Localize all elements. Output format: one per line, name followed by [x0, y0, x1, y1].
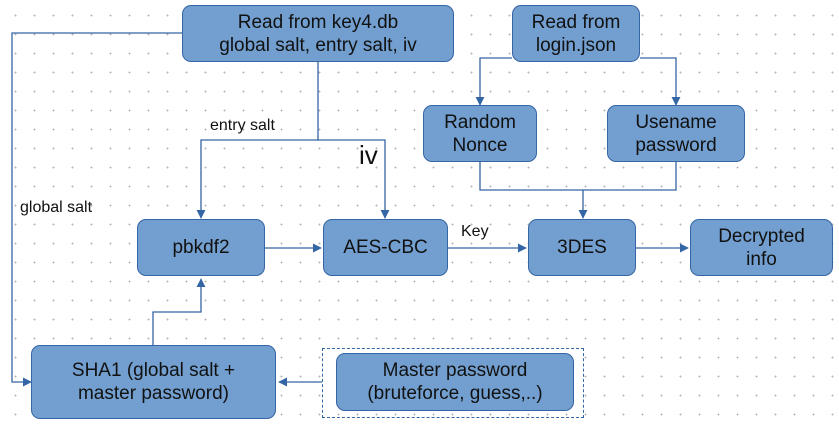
- node-random-nonce[interactable]: Random Nonce: [423, 105, 537, 162]
- node-pbkdf2-label: pbkdf2: [172, 237, 230, 258]
- node-sha1[interactable]: SHA1 (global salt + master password): [31, 345, 276, 419]
- edge-label-global-salt: global salt: [20, 199, 93, 216]
- edge-login-nonce: [475, 57, 512, 106]
- edge-userpass-3des: [583, 162, 677, 191]
- edge-label-key: Key: [461, 223, 489, 240]
- node-random-nonce-label: Random Nonce: [444, 111, 516, 156]
- node-3des[interactable]: 3DES: [528, 219, 636, 276]
- node-3des-label: 3DES: [557, 237, 607, 258]
- edge-sha1-pbkdf2: [152, 278, 206, 345]
- edge-nonce-3des: [479, 162, 588, 219]
- node-username-password[interactable]: Usename password: [607, 105, 745, 162]
- node-aes-cbc-label: AES-CBC: [343, 237, 428, 258]
- node-sha1-label: SHA1 (global salt + master password): [71, 360, 236, 404]
- edge-label-entry-salt: entry salt: [210, 117, 275, 134]
- node-master-password-label: Master password (bruteforce, guess,..): [367, 360, 543, 404]
- node-decrypted-info-label: Decrypted info: [718, 225, 805, 270]
- node-read-key4db-label: Read from key4.db global salt, entry sal…: [219, 11, 417, 56]
- edge-login-userpass: [640, 57, 681, 106]
- node-username-password-label: Usename password: [635, 111, 717, 156]
- node-pbkdf2[interactable]: pbkdf2: [137, 219, 265, 276]
- edge-entry-salt: [196, 62, 319, 219]
- node-read-login-json-label: Read from login.json: [531, 11, 621, 56]
- edge-label-iv: iv: [359, 140, 378, 170]
- node-aes-cbc[interactable]: AES-CBC: [323, 219, 448, 276]
- master-password-frame: [322, 348, 584, 418]
- edge-global-salt: [11, 32, 182, 387]
- node-read-key4db[interactable]: Read from key4.db global salt, entry sal…: [182, 5, 454, 62]
- edge-iv: [318, 139, 390, 219]
- node-master-password[interactable]: Master password (bruteforce, guess,..): [336, 353, 574, 411]
- node-decrypted-info[interactable]: Decrypted info: [690, 219, 833, 276]
- node-read-login-json[interactable]: Read from login.json: [512, 5, 640, 62]
